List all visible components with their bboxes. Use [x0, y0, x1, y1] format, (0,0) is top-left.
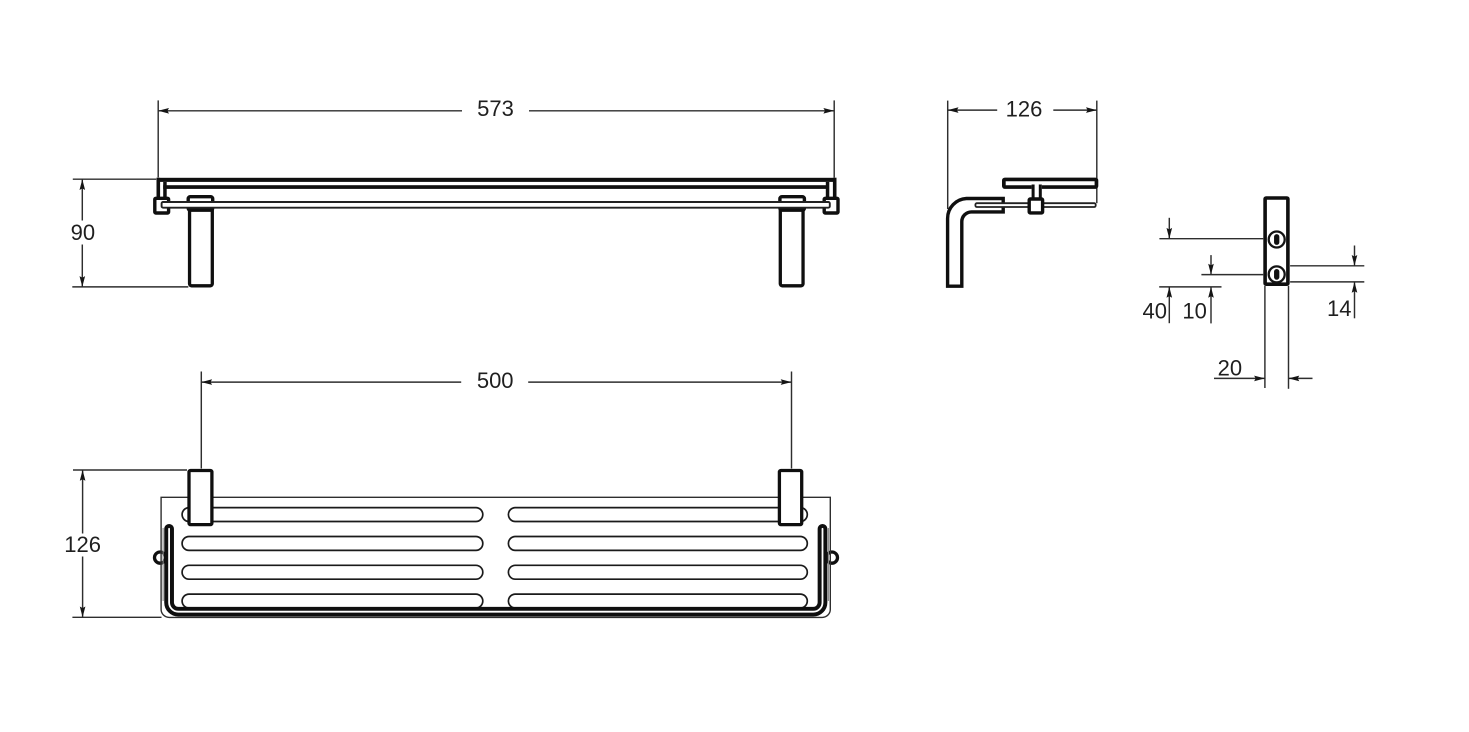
svg-text:20: 20: [1218, 355, 1242, 380]
svg-text:500: 500: [477, 368, 514, 393]
svg-text:573: 573: [477, 96, 514, 121]
svg-text:10: 10: [1182, 298, 1206, 323]
svg-text:126: 126: [64, 532, 101, 557]
svg-text:14: 14: [1327, 296, 1351, 321]
svg-text:40: 40: [1142, 298, 1166, 323]
svg-text:126: 126: [1006, 96, 1043, 121]
svg-text:90: 90: [71, 220, 95, 245]
